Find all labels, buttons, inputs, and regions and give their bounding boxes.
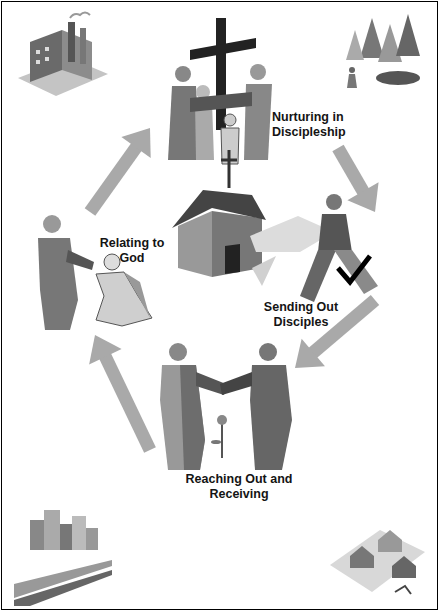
tree bbox=[378, 24, 402, 62]
person-head bbox=[175, 66, 191, 82]
person-body bbox=[38, 238, 78, 330]
flower-bloom bbox=[217, 415, 227, 425]
church bbox=[172, 150, 266, 277]
hut bbox=[392, 556, 416, 578]
tree bbox=[396, 14, 420, 56]
flower-leaf bbox=[211, 440, 221, 444]
factory-building bbox=[62, 30, 92, 80]
building bbox=[44, 510, 60, 550]
factory-scene bbox=[18, 13, 108, 97]
walking-figure bbox=[300, 194, 378, 302]
tree bbox=[360, 18, 384, 58]
child-body bbox=[221, 128, 239, 164]
village-scene bbox=[330, 530, 425, 594]
road bbox=[14, 570, 112, 606]
person-head bbox=[250, 64, 266, 80]
check-mark bbox=[338, 256, 370, 282]
stage-label: Reaching Out and Receiving bbox=[182, 472, 296, 502]
walker-head bbox=[349, 67, 355, 73]
cycle-arrow bbox=[338, 148, 379, 212]
animal bbox=[395, 586, 411, 594]
forest-scene bbox=[346, 14, 420, 88]
stage-node: Sending Out Disciples bbox=[255, 205, 375, 337]
nurturing-figures bbox=[168, 18, 272, 164]
factory-window bbox=[36, 60, 40, 64]
arrow-shaft bbox=[338, 148, 364, 193]
church-cross bbox=[221, 159, 237, 162]
church-door bbox=[225, 244, 240, 274]
joined-arms bbox=[190, 92, 252, 112]
person-leg bbox=[300, 250, 336, 302]
arrow-head bbox=[89, 335, 121, 364]
person-arm bbox=[66, 250, 94, 270]
factory-smoke bbox=[70, 13, 90, 19]
hut bbox=[378, 530, 402, 552]
person-head bbox=[169, 343, 187, 361]
person-head bbox=[43, 215, 61, 233]
arrow-head bbox=[295, 339, 325, 368]
flower-stem bbox=[221, 424, 223, 458]
stage-label: Sending Out Disciples bbox=[255, 300, 347, 330]
factory-window bbox=[45, 57, 49, 61]
building bbox=[60, 524, 72, 550]
person-arm bbox=[220, 372, 252, 395]
stage-node: Nurturing in Discipleship bbox=[150, 18, 355, 148]
arrow-shaft bbox=[104, 354, 150, 450]
kneeling-shade bbox=[124, 272, 150, 318]
pond bbox=[376, 71, 420, 85]
factory-window bbox=[36, 50, 40, 54]
building bbox=[30, 520, 44, 550]
factory-window bbox=[45, 47, 49, 51]
child-head bbox=[224, 114, 236, 126]
person-head bbox=[104, 254, 120, 270]
relating-figures bbox=[38, 215, 152, 330]
building bbox=[86, 528, 98, 550]
church-roof bbox=[172, 190, 266, 228]
factory-chimney bbox=[80, 28, 86, 64]
person-body bbox=[168, 86, 200, 160]
city-scene bbox=[14, 510, 112, 606]
factory-building bbox=[30, 30, 62, 82]
cross bbox=[216, 18, 226, 130]
cycle-arrow bbox=[89, 335, 150, 450]
cross bbox=[190, 38, 256, 60]
hut bbox=[350, 546, 374, 568]
person-head bbox=[326, 194, 342, 210]
arrow-head bbox=[347, 182, 378, 212]
person-body bbox=[318, 214, 352, 252]
stage-node: Relating to God bbox=[30, 212, 168, 335]
light-pointer bbox=[252, 256, 276, 286]
person-head bbox=[259, 343, 277, 361]
handshake-figures bbox=[160, 343, 292, 470]
church-cross bbox=[228, 150, 231, 188]
kneeling-person bbox=[96, 272, 152, 326]
village-ground bbox=[330, 530, 425, 592]
cycle-arrow bbox=[90, 128, 151, 212]
stage-label: Nurturing in Discipleship bbox=[272, 110, 356, 140]
arrow-head bbox=[121, 128, 150, 158]
tree bbox=[346, 30, 364, 60]
building bbox=[72, 516, 86, 550]
walker-body bbox=[347, 74, 357, 88]
stage-node: Reaching Out and Receiving bbox=[150, 345, 295, 507]
person-leg bbox=[334, 250, 378, 294]
person-body bbox=[250, 365, 292, 470]
arrow-shaft bbox=[90, 146, 137, 212]
factory-chimney bbox=[68, 22, 75, 62]
stage-label: Relating to God bbox=[96, 236, 168, 266]
